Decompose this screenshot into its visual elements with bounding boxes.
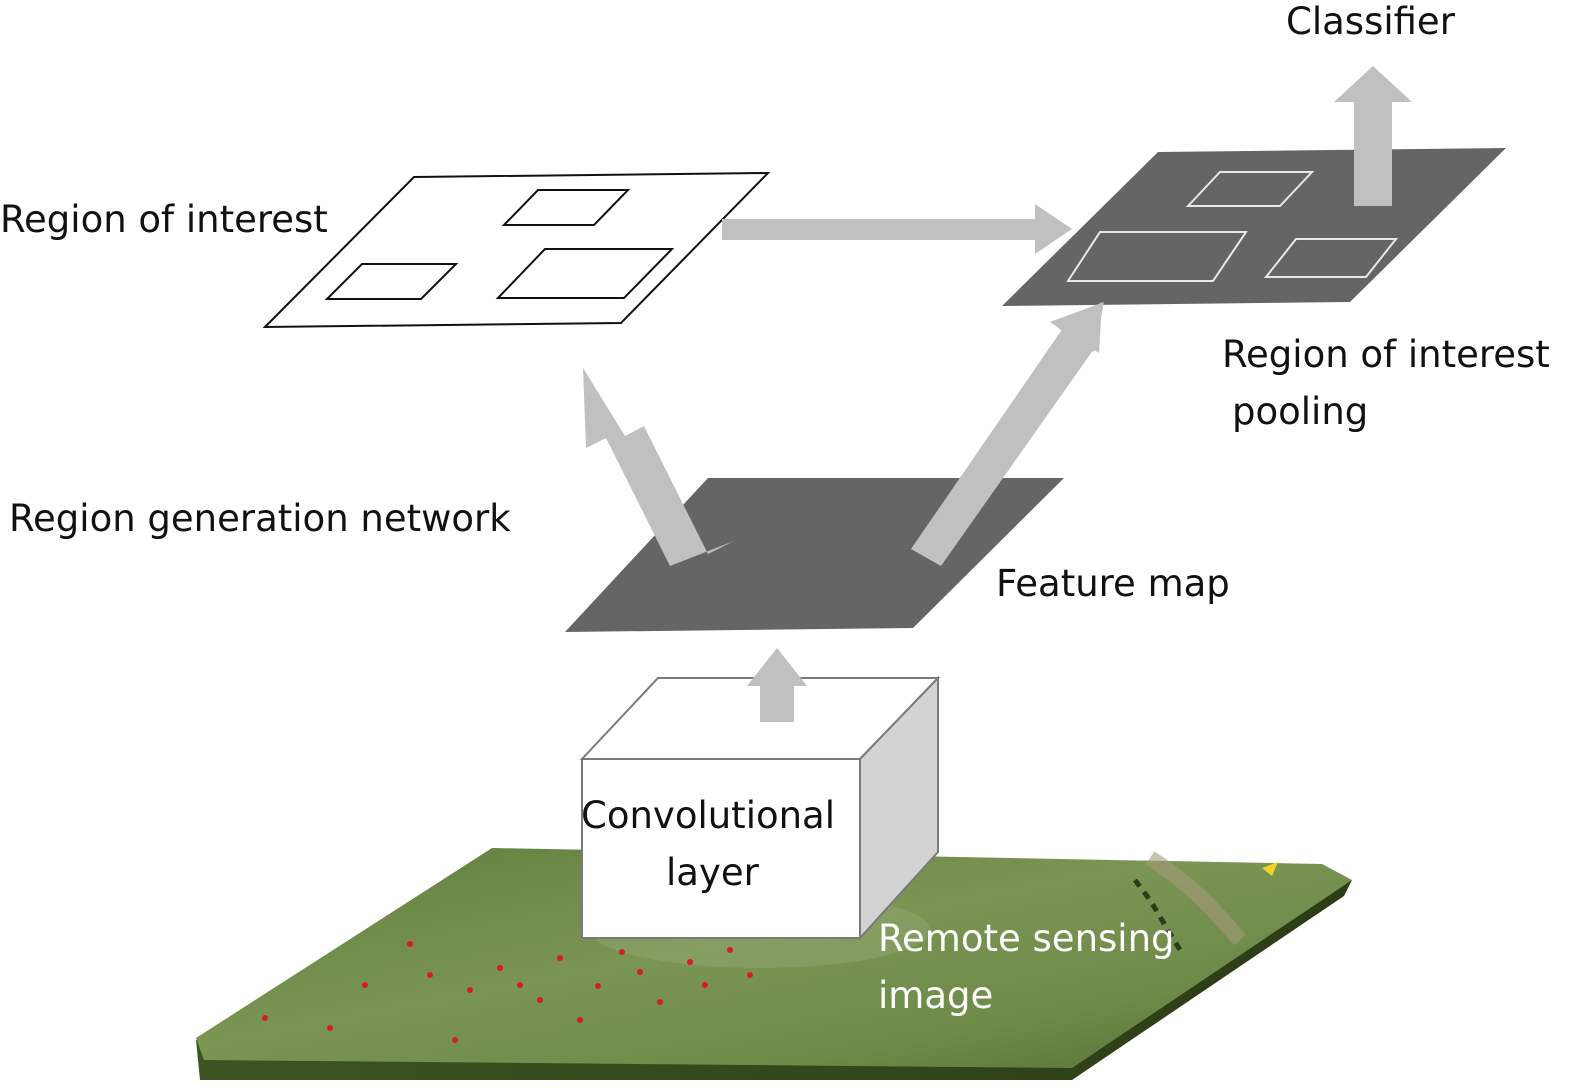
image-surface [196,848,1352,1068]
remote-sensing-image [196,848,1352,1080]
roi-box-top [501,189,631,226]
remote-sensing-label-line1: Remote sensing [878,917,1175,960]
dirt-track [1145,851,1247,946]
roi-pooling-plane [1002,148,1506,306]
yellow-marker [1262,862,1278,876]
arrow-feature-to-roi [583,368,734,566]
pool-box-top [1185,171,1315,207]
convolutional-layer-cube [579,675,941,941]
feature-map-label: Feature map [996,562,1230,605]
roi-pooling-label-line1: Region of interest [1222,333,1550,376]
arrow-feature-to-pooling-body [911,328,1096,566]
arrow-conv-to-feature [747,648,807,722]
classifier-label: Classifier [1286,0,1456,43]
region-of-interest-label: Region of interest [0,198,328,241]
arrow-roi-to-pooling [722,204,1072,254]
convolutional-layer-label-line1: Convolutional [581,794,835,837]
pool-box-left [1066,231,1248,282]
arrow-pooling-to-classifier [1334,66,1412,206]
roi-pooling-label-line2: pooling [1232,390,1368,433]
region-generation-network-label: Region generation network [9,497,511,540]
roi-box-left [324,263,459,300]
roi-box-right [495,248,675,299]
convolutional-layer-label-line2: layer [666,851,760,894]
region-of-interest-plane [262,171,771,329]
arrows [583,66,1412,722]
pool-box-right [1263,238,1399,278]
cube-front [581,758,861,939]
red-markers [262,941,753,1043]
remote-sensing-label-line2: image [878,974,993,1017]
roi-plane [262,171,771,329]
arrow-feature-to-pooling-head [1050,302,1104,352]
